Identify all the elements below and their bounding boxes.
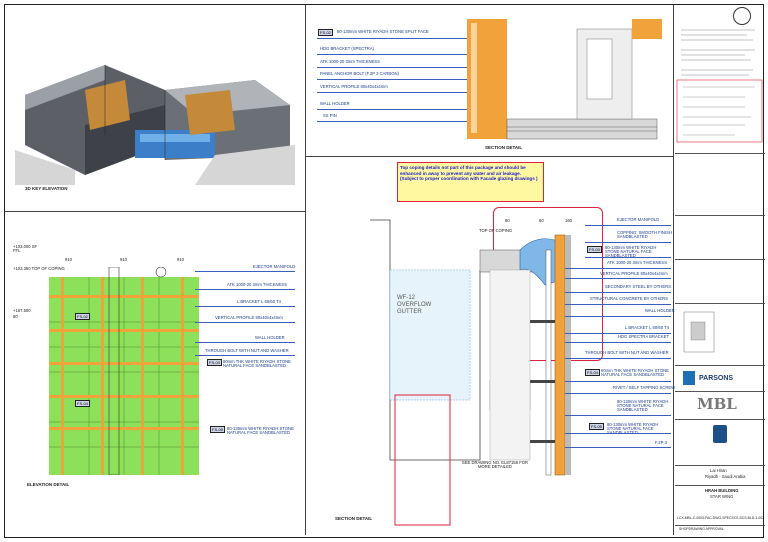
sm-callout-3: 80-130mm WHITE RIYADH STONE NATURAL FACE…: [605, 245, 657, 259]
section-top-label: SECTION DETAIL: [485, 145, 523, 150]
elevation-detail-label: ELEVATION DETAIL: [27, 482, 70, 487]
section-top-callout-4: PANEL ANCHOR BOLT (F.2P 3 CARBON): [320, 71, 399, 76]
section-top-callout-7: SS PIN: [323, 113, 337, 118]
section-main-dim-2: 60: [539, 218, 544, 223]
sm-callout-10: HDG SPECTRA BRACKET: [618, 334, 669, 339]
sm-callout-2: COPPING: SMOOTH FINISH SANDBLASTED: [617, 230, 672, 240]
drawing-sheet: 3D KEY ELEVATION 910 910 910 +103: [4, 4, 765, 538]
key-elevation-view: [15, 35, 295, 185]
panel-divider-right-horizontal: [305, 156, 673, 157]
refer-note: SEE DRAWING NO. EL87156 FOR MORE DETAILE…: [461, 460, 529, 470]
panel-divider-vertical: [305, 5, 306, 535]
sm-tag-2: FS-04: [585, 369, 600, 376]
sm-callout-4: ATK 1000-20 3mm THICKNESS: [607, 260, 667, 265]
level-2: +103.350 TOP OF COPING: [13, 266, 65, 271]
section-top-callout-1: 80-130mm WHITE RIYADH STONE SPLIT FACE: [337, 29, 429, 34]
level-1: +103.000 SF FFL: [13, 244, 38, 254]
section-main-dim-1: 80: [505, 218, 510, 223]
elev-tag-fs04: FS-04: [75, 400, 90, 407]
elev-callout-4: VERTICAL PROFILE 80x40x4x4mm: [215, 315, 283, 320]
elev-tag-fs03: FS-03: [207, 359, 222, 366]
sm-callout-5: VERTICAL PROFILE 80x40x4x4mm: [600, 271, 668, 276]
sm-callout-14: 80-130mm WHITE RIYADH STONE NATURAL FACE…: [617, 399, 669, 413]
sm-callout-12: 60mm THK WHITE RIYADH STONE NATURAL FACE…: [601, 368, 669, 378]
section-top-tag: FS-02: [318, 29, 333, 36]
elev-tag-fs02: FS-02: [75, 313, 90, 320]
elevation-drawing: [49, 266, 199, 476]
sm-callout-15: 80-130mm WHITE RIYADH STONE NATURAL FACE…: [607, 422, 659, 436]
elev-tag-fs05: FS-05: [210, 426, 225, 433]
contractor-logo: MBL: [697, 395, 737, 413]
drawing-number: LCX-MBL-C-0003-FAC-DWG-SPECSCS-SCS-BLD-1…: [677, 516, 765, 520]
elev-dim-3: 910: [177, 257, 184, 262]
title-block: PARSONS MBL Lai Hiran Riyadh - Saudi Ara…: [675, 5, 765, 535]
section-main-svg: [370, 219, 571, 526]
elev-callout-5: WALL HOLDER: [255, 335, 285, 340]
elev-callout-3: L BRACKET L 60/60 T4: [237, 299, 281, 304]
sm-tag-1: FS-03: [587, 246, 602, 253]
coping-note-box: Top coping details not part of this pack…: [397, 162, 544, 202]
sm-callout-11: THROUGH BOLT WITH NUT AND WASHER: [585, 350, 669, 355]
drawing-status: SHOPDRAWING APPROVAL: [679, 527, 724, 531]
location-key-plan: [683, 311, 715, 353]
project-name: HRAH BUILDING: [705, 488, 739, 493]
sm-tag-3: FS-05: [589, 423, 604, 430]
gutter-label: WF-12 OVERFLOW GUTTER: [397, 295, 432, 315]
project-sub: STAR WING: [710, 494, 734, 499]
section-top-callout-3: ATK 1000-20 3mm THICKNESS: [320, 59, 380, 64]
sm-callout-1: EJECTOR MANIFOLD: [617, 217, 660, 222]
sm-callout-8: WALL HOLDER: [645, 308, 675, 313]
elev-callout-2: ATK 1000-20 3mm THICKNESS: [227, 282, 287, 287]
parsons-logo: [683, 371, 695, 385]
building-3d-render: [15, 65, 295, 185]
elev-callout-8: 80-130mm WHITE RIYADH STONE NATURAL FACE…: [227, 426, 294, 436]
elev-dim-2: 910: [120, 257, 127, 262]
client-line-2: Riyadh - Saudi Arabia: [705, 474, 746, 479]
section-top-drawing: [467, 19, 663, 149]
level-4: 80: [13, 314, 18, 319]
north-arrow-icon: [733, 7, 751, 25]
elev-callout-1: EJECTOR MANIFOLD: [253, 264, 296, 269]
title-block-divider: [673, 5, 674, 535]
elev-callout-6: THROUGH BOLT WITH NUT AND WASHER: [205, 348, 289, 353]
sm-callout-13: RIVET / SELF TAPPING SCREW: [613, 385, 676, 390]
elev-dim-1: 910: [65, 257, 72, 262]
section-main-level: TOP OF COPING: [479, 228, 513, 233]
sm-callout-16: F.2P 3: [655, 440, 667, 445]
key-elevation-label: 3D KEY ELEVATION: [25, 186, 68, 191]
section-main-label: SECTION DETAIL: [335, 516, 373, 521]
section-top-svg: [467, 19, 662, 140]
panel-divider-left-horizontal: [5, 211, 305, 212]
section-top-callout-2: HDG BRACKET (SPECTRA): [320, 46, 374, 51]
sm-callout-6: SECONDARY STEEL BY OTHERS: [605, 284, 671, 289]
client-line-1: Lai Hiran: [710, 468, 727, 473]
level-3: +167.500: [13, 308, 31, 313]
elevation-detail-view: [49, 266, 199, 476]
section-top-callout-5: VERTICAL PROFILE 80x40x4x4mm: [320, 84, 388, 89]
section-top-callout-6: WALL HOLDER: [320, 101, 350, 106]
client-logo-icon: [713, 425, 727, 443]
section-main-dim-3: 160: [565, 218, 572, 223]
general-notes-lines: [676, 29, 763, 143]
coping-note-text: Top coping details not part of this pack…: [400, 165, 538, 182]
elev-callout-7: 60mm THK WHITE RIYADH STONE NATURAL FACE…: [223, 359, 291, 369]
section-main-drawing: [350, 210, 610, 530]
sm-callout-7: STRUCTURAL CONCRETE BY OTHERS: [590, 296, 668, 301]
consultant-name: PARSONS: [699, 375, 734, 382]
sm-callout-9: L BRACKET L 60/60 T4: [625, 325, 669, 330]
